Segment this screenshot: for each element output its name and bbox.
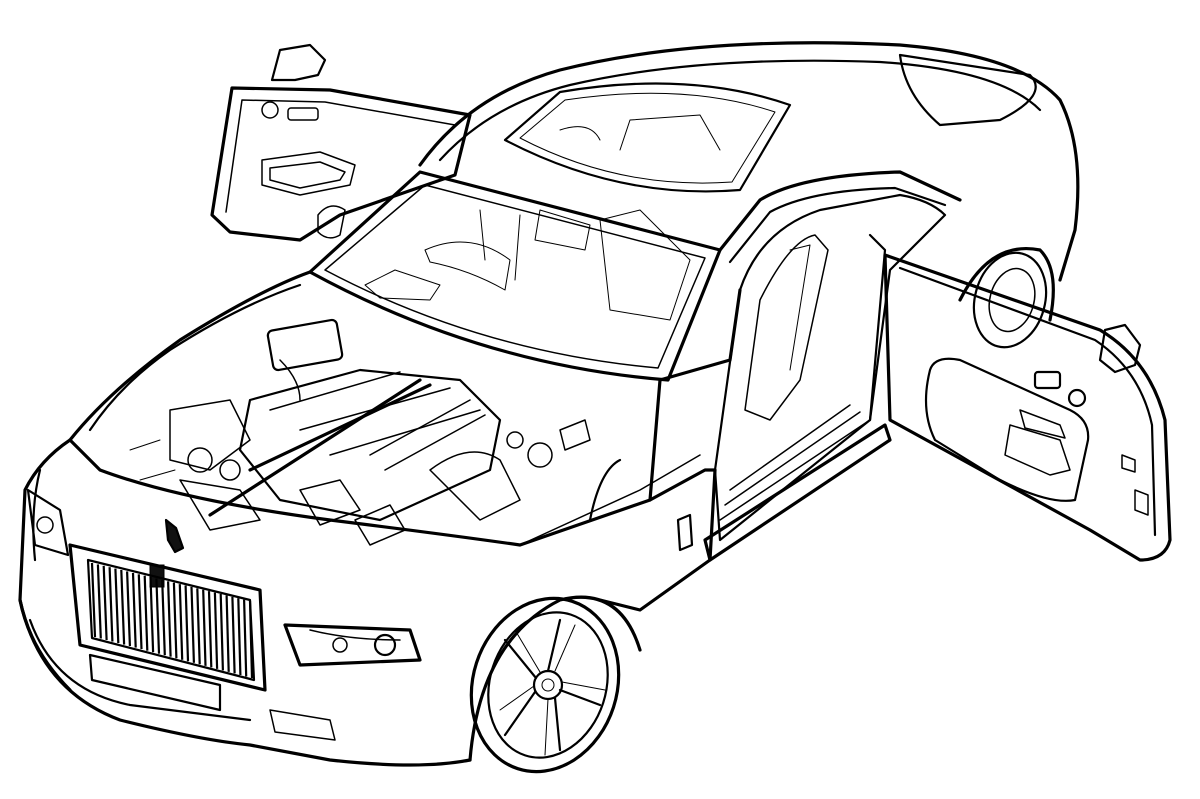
right-open-door [883, 253, 1172, 562]
front-grille [68, 543, 267, 692]
grille-bar [190, 586, 195, 663]
grille-bar [196, 588, 201, 665]
grille-bar [243, 599, 248, 677]
grille-bar [155, 578, 161, 654]
steering-wheel [424, 241, 511, 291]
grille-bar [167, 581, 172, 657]
door-sill [703, 423, 892, 562]
left-headlight [26, 488, 70, 557]
door-opening [713, 193, 947, 542]
grille-bar [90, 562, 97, 638]
door-armrest [924, 357, 1090, 502]
grille-bar [108, 567, 114, 642]
grille-bar [143, 575, 149, 651]
grille-bar [96, 564, 102, 639]
sunroof [503, 82, 792, 193]
engine-rod-1 [208, 378, 422, 517]
grille-bar [131, 572, 137, 648]
grille-bar [120, 569, 126, 645]
wheel-hub [532, 669, 564, 701]
engine-bay [129, 318, 591, 546]
grille-bar [237, 598, 242, 676]
grille-bar [126, 571, 131, 647]
grille-bar [202, 589, 207, 666]
grille-bars [90, 562, 254, 679]
license-plate [88, 653, 222, 712]
grille-bar [161, 579, 166, 656]
car-body [18, 41, 1080, 767]
grille-bar [114, 568, 120, 644]
rear-wheel [958, 247, 1055, 349]
grille-bar [178, 584, 184, 660]
grille-bar [149, 577, 155, 653]
seat [744, 234, 829, 421]
door-lock-icon [1067, 388, 1087, 408]
grille-bar [219, 593, 224, 671]
grille-bar [248, 600, 254, 679]
grille-bar [225, 595, 230, 672]
front-bumper [18, 598, 472, 767]
side-marker [676, 513, 694, 552]
spirit-figure [164, 518, 185, 554]
grille-bar [213, 592, 219, 669]
left-open-door [210, 43, 472, 242]
right-mirror [1098, 323, 1142, 374]
grille-bar [172, 582, 178, 659]
grille-bar [184, 585, 190, 662]
left-mirror [270, 43, 327, 82]
front-wheel [468, 595, 642, 774]
engine-rod-2 [248, 383, 432, 472]
grille-bar [137, 574, 143, 650]
rear-window [898, 53, 1037, 127]
grille-bar [231, 596, 236, 674]
grille-bar [207, 591, 213, 668]
wheel-spokes [499, 618, 606, 756]
right-headlight [283, 623, 422, 667]
hood [68, 270, 662, 547]
door-lock-icon [261, 101, 279, 119]
grille-bar [102, 565, 108, 641]
